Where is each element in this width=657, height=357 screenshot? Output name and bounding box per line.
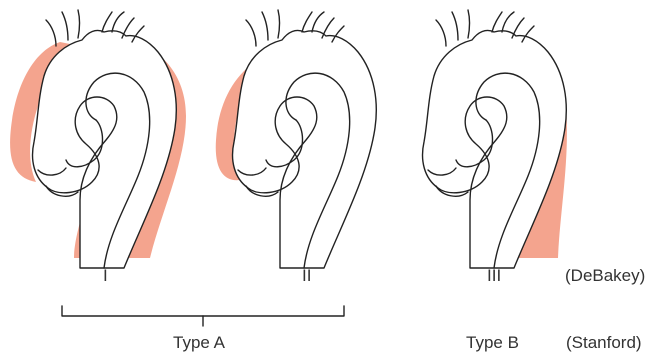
label-type-i: I xyxy=(103,266,108,286)
label-stanford: (Stanford) xyxy=(566,333,642,353)
label-type-iii: III xyxy=(487,266,501,286)
label-debakey: (DeBakey) xyxy=(565,266,645,286)
type-a-bracket xyxy=(62,306,344,326)
label-type-a: Type A xyxy=(173,333,225,353)
label-type-ii: II xyxy=(302,266,311,286)
label-type-b: Type B xyxy=(466,333,519,353)
figure-type-ii xyxy=(216,10,377,268)
figure-type-i xyxy=(10,10,186,268)
figure-type-iii xyxy=(423,10,567,268)
